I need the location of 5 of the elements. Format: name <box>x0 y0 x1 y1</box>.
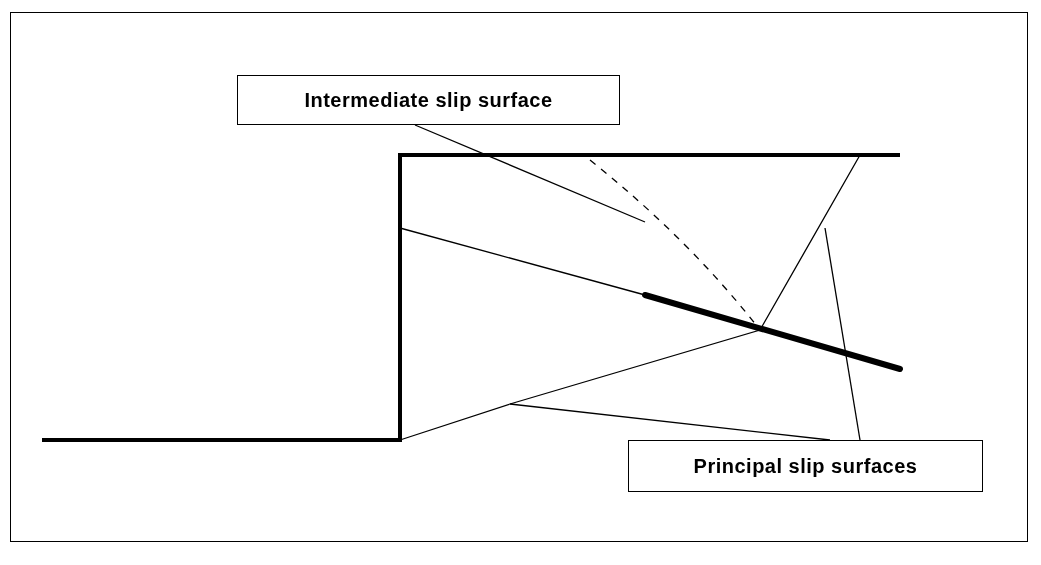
label-box: Principal slip surfaces <box>628 440 983 492</box>
label-box: Intermediate slip surface <box>237 75 620 125</box>
leader-line <box>824 227 861 441</box>
leader-line <box>414 124 646 223</box>
leader-line <box>509 403 831 441</box>
